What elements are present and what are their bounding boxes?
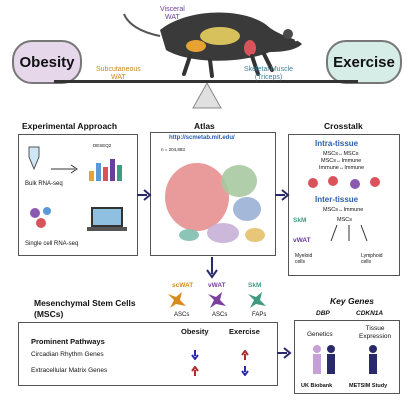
ecm-obesity-arrow: [191, 366, 199, 376]
arrow-atlas-down: [206, 257, 218, 279]
tag-subcutaneous-wat: Subcutaneous WAT: [96, 66, 141, 81]
arrow-icon: [51, 164, 78, 174]
uk-biobank-label: UK Biobank: [301, 383, 333, 389]
msc-item-scwat-tissue: scWAT: [172, 282, 194, 289]
msc-cells-graphic: [168, 292, 266, 308]
pathway-row-circadian: Circadian Rhythm Genes: [31, 351, 104, 358]
exercise-pill: Exercise: [326, 40, 402, 84]
deseq-label: DESEQ2: [93, 143, 112, 148]
gene-dbp: DBP: [316, 310, 330, 317]
intra-line-3: Immune↔Immune: [319, 165, 365, 171]
pathways-panel: Obesity Exercise Prominent Pathways Circ…: [18, 322, 278, 386]
pathways-col-obesity: Obesity: [181, 327, 209, 336]
mscs-title: Mesenchymal Stem Cells (MSCs): [34, 298, 136, 319]
obesity-label: Obesity: [19, 53, 75, 71]
atlas-panel: http://scmetab.mit.edu/ n = 204,883: [150, 132, 276, 256]
balance-bar: [54, 80, 358, 83]
single-cell-label: Single cell RNA-seq: [25, 241, 79, 247]
msc-item-skm-tissue: SkM: [248, 282, 262, 289]
intra-cells-graphic: [308, 176, 380, 189]
skm-label: SkM: [293, 217, 307, 224]
gene-cdkn1a: CDKN1A: [356, 310, 384, 317]
exercise-label: Exercise: [333, 53, 395, 71]
msc-item-vwat-tissue: vWAT: [208, 282, 226, 289]
atlas-count: n = 204,883: [161, 147, 185, 152]
circadian-exercise-arrow: [241, 350, 249, 360]
tube-icon: [28, 146, 40, 171]
intra-line-1: MSCs↔MSCs: [323, 151, 359, 157]
inter-tissue-title: Inter-tissue: [315, 195, 359, 204]
pathways-title: Prominent Pathways: [31, 337, 105, 346]
atlas-url[interactable]: http://scmetab.mit.edu/: [169, 135, 235, 141]
crosstalk-panel: Intra-tissue MSCs↔MSCs MSCs↔Immune Immun…: [288, 134, 400, 276]
obesity-pill: Obesity: [12, 40, 82, 84]
vwat-label: vWAT: [293, 237, 311, 244]
experimental-panel: Bulk RNA-seq DESEQ2 Single cell RNA-seq: [18, 134, 138, 256]
people-icon: [313, 345, 335, 374]
atlas-title: Atlas: [194, 121, 215, 131]
mscs-label: MSCs: [337, 217, 352, 223]
myeloid-label: Myeloid cells: [295, 253, 313, 265]
pathway-row-ecm: Extracellular Matrix Genes: [31, 367, 108, 374]
bar-plot-icon: [89, 159, 122, 181]
arrow-pathways-to-genes: [277, 347, 292, 359]
tag-skeletal-muscle: Skeletal Muscle (Triceps): [244, 66, 294, 81]
crosstalk-title: Crosstalk: [324, 121, 363, 131]
inter-arrows: [330, 224, 368, 242]
umap-plot: [165, 163, 265, 243]
ecm-exercise-arrow: [241, 366, 249, 376]
pathways-col-exercise: Exercise: [229, 327, 260, 336]
genetics-label: Genetics: [307, 331, 333, 338]
arrow-atlas-to-crosstalk: [275, 189, 290, 201]
arrow-approach-to-atlas: [137, 189, 152, 201]
tissue-expression-label: Tissue Expression: [359, 325, 392, 340]
key-genes-panel: Genetics Tissue Expression UK Biobank ME…: [294, 320, 400, 394]
balance-fulcrum: [192, 83, 222, 109]
inter-line-1: MSCs↔Immune: [323, 207, 364, 213]
tag-visceral-wat: Visceral WAT: [160, 6, 185, 21]
intra-line-2: MSCs↔Immune: [321, 158, 362, 164]
laptop-icon: [87, 207, 127, 231]
metsim-label: METSIM Study: [349, 383, 388, 389]
key-genes-title: Key Genes: [330, 296, 374, 306]
cells-icon: [30, 207, 51, 228]
circadian-obesity-arrow: [191, 350, 199, 360]
body-icon: [369, 345, 377, 374]
intra-tissue-title: Intra-tissue: [315, 139, 359, 148]
msc-item-scwat-cell: ASCs: [174, 312, 190, 318]
msc-item-skm-cell: FAPs: [252, 312, 267, 318]
experimental-title: Experimental Approach: [22, 121, 118, 131]
mouse-illustration: [123, 12, 302, 78]
lymphoid-label: Lymphoid cells: [361, 253, 383, 265]
bulk-rnaseq-label: Bulk RNA-seq: [25, 181, 63, 187]
msc-item-vwat-cell: ASCs: [212, 312, 228, 318]
